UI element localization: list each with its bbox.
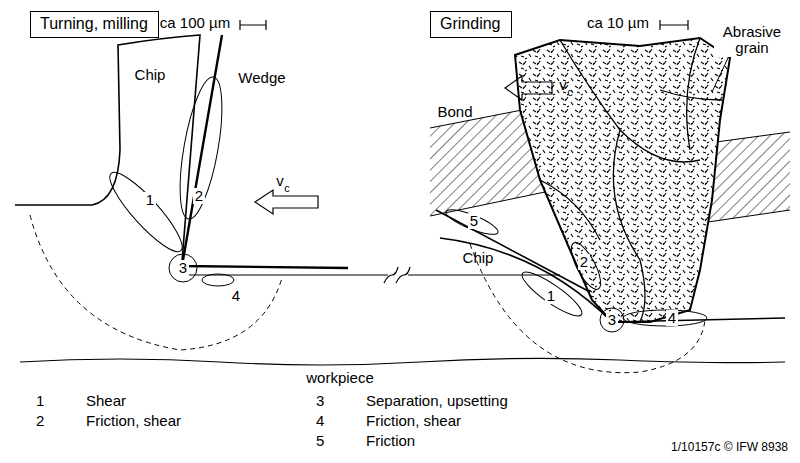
speed-symbol: v: [559, 77, 567, 94]
heading-text: Grinding: [440, 15, 502, 33]
deformation-zone: [30, 215, 282, 350]
heading-box: Grinding: [430, 11, 512, 38]
part-label: Chip: [135, 67, 166, 84]
speed-arrow: [505, 76, 552, 100]
chip-outline: [440, 238, 785, 322]
callout-number: 3: [177, 260, 189, 277]
speed-symbol: v: [276, 173, 284, 190]
zone-ellipse: [102, 165, 191, 260]
legend-number: 5: [316, 433, 324, 450]
scale-label: ca 10 µm: [587, 15, 649, 32]
part-label: Abrasive grain: [714, 24, 790, 57]
bond: [708, 132, 790, 222]
callout-number: 2: [578, 254, 590, 271]
legend-number: 3: [316, 393, 324, 410]
callout-number: 5: [468, 213, 480, 230]
chip-outline: [436, 210, 590, 292]
scale-bar: [240, 20, 266, 30]
callout-number: 4: [666, 310, 678, 327]
callout-number: 1: [144, 192, 156, 209]
speed-subscript: c: [284, 182, 290, 194]
bond-edge: [708, 132, 790, 222]
callout-number: 1: [545, 288, 557, 305]
zone-ellipse: [566, 239, 606, 293]
legend-text: Friction, shear: [366, 413, 461, 430]
zone-circle: [600, 308, 624, 332]
workpiece-edge: [20, 358, 785, 365]
scale-label: ca 100 µm: [160, 15, 230, 32]
zone-ellipse: [623, 310, 707, 326]
part-label: Chip: [463, 250, 494, 267]
legend-number: 4: [316, 413, 324, 430]
legend-text: Friction: [366, 433, 415, 450]
leader-line: [712, 58, 728, 92]
zone-ellipse: [517, 266, 586, 322]
callout-number: 2: [193, 188, 205, 205]
abrasive-grain: [515, 38, 730, 322]
zone-ellipse: [202, 274, 234, 286]
legend-text: Friction, shear: [86, 413, 181, 430]
heading-text: Turning, milling: [40, 15, 149, 33]
legend-text: Shear: [86, 393, 126, 410]
speed-subscript: c: [567, 86, 573, 98]
part-label: Bond: [437, 104, 472, 121]
zone-ellipse: [172, 74, 230, 222]
legend-number: 2: [36, 413, 44, 430]
part-label: workpiece: [306, 370, 374, 387]
zone-circle: [169, 254, 197, 282]
surface-line: [184, 274, 560, 275]
part-label: Wedge: [238, 70, 285, 87]
deformation-zone: [470, 244, 705, 373]
chip-outline: [15, 35, 200, 262]
zone-ellipse: [443, 205, 500, 239]
heading-box: Turning, milling: [30, 11, 159, 38]
legend-number: 1: [36, 393, 44, 410]
callout-number: 3: [606, 312, 618, 329]
copyright-note: 1/10157c © IFW 8938: [671, 441, 788, 454]
legend-text: Separation, upsetting: [366, 393, 508, 410]
scale-bar: [660, 20, 688, 30]
wedge-outline: [182, 35, 348, 268]
break-mark: [384, 267, 410, 283]
callout-number: 4: [230, 288, 242, 305]
